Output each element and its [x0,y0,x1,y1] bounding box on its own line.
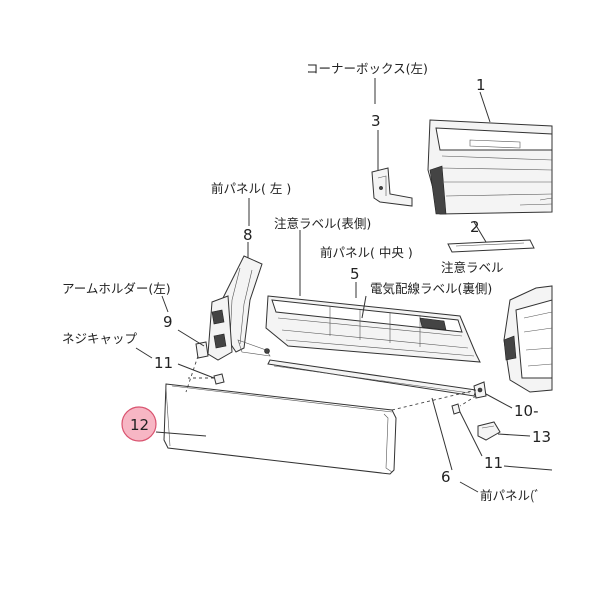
label-front-panel-center: 前パネル( 中央 ) [320,245,413,260]
assembly-lines [185,355,477,411]
part-3-corner-box [371,167,413,207]
part-9-arm-holder-left [207,295,271,361]
label-screw-cap: ネジキャップ [62,331,138,346]
part-12-front-cover [163,383,397,475]
part-1-chassis [427,119,553,215]
num-13: 13 [532,428,551,446]
label-arm-holder-left: アームホルダー(左) [62,281,171,296]
part-5-front-panel-center [265,295,481,363]
part-13-small-part [477,421,501,441]
num-8: 8 [243,226,253,244]
num-6: 6 [441,468,451,486]
part-10-arm-holder-right [473,381,487,399]
num-9: 9 [163,313,173,331]
label-wiring-label-back: 電気配線ラベル(裏側) [370,281,492,296]
num-1: 1 [476,76,486,94]
part-6-front-panel-bar [267,359,477,397]
num-10: 10- [514,402,539,420]
label-caution-label: 注意ラベル [441,260,504,275]
highlight-circle-12 [121,406,157,442]
num-11-left: 11 [154,354,173,372]
part-11-screw-cap-left [213,373,225,385]
label-caution-label-front: 注意ラベル(表側) [274,216,371,231]
num-11-right: 11 [484,454,503,472]
part-11-screw-cap-right [451,403,461,415]
num-2: 2 [470,218,480,236]
part-9-holder-small [195,341,209,359]
label-front-panel-left: 前パネル( 左 ) [211,181,291,196]
right-side-unit [503,285,553,393]
leader-lines [135,78,553,493]
num-3: 3 [371,112,381,130]
label-front-panel-right-partial: 前パネル(ﾞ [480,488,540,503]
part-2-caution-label [447,239,535,253]
num-12: 12 [130,416,149,434]
label-corner-box-left: コーナーボックス(左) [306,61,428,76]
num-5: 5 [350,265,360,283]
